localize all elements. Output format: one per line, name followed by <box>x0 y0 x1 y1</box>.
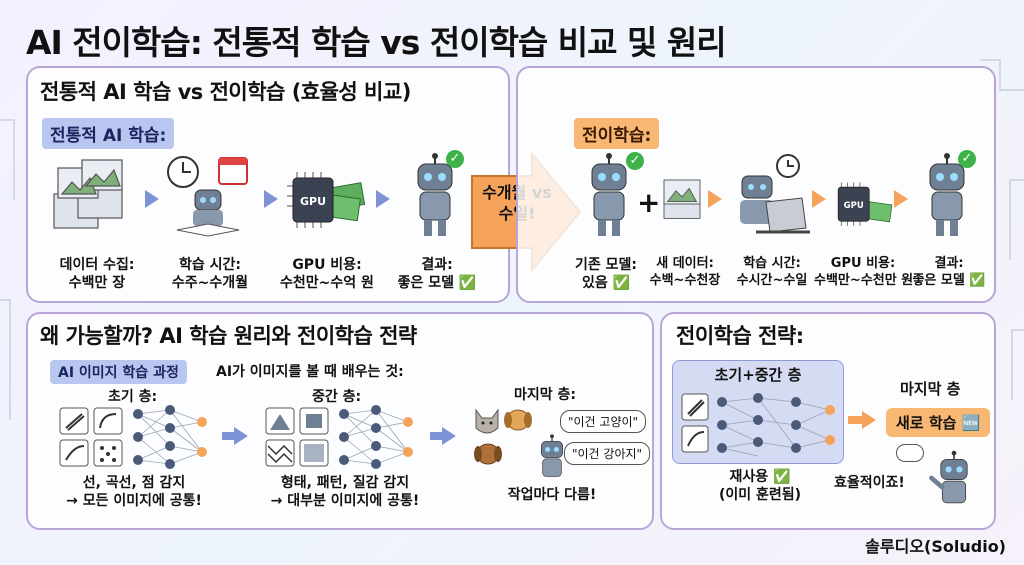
gpu-label: GPU <box>300 195 326 208</box>
flow-arrow <box>430 432 444 440</box>
reuse-caption: 재사용 ✅ (이미 훈련됨) <box>718 469 802 504</box>
transfer-step-caption: 학습 시간: 수시간~수일 <box>736 256 808 288</box>
traditional-step-caption: GPU 비용: 수천만~수억 원 <box>280 257 374 292</box>
plus-sign: + <box>637 186 661 219</box>
reuse-layers-label: 초기+중간 층 <box>714 366 802 384</box>
last-layer-label: 마지막 층 <box>900 380 961 398</box>
reuse-feature-icons <box>681 393 709 453</box>
flow-arrow <box>708 190 722 208</box>
robot-icon <box>929 153 965 236</box>
cat-dog-icons <box>474 408 532 465</box>
middle-layer-feature-icons <box>265 407 329 467</box>
transfer-step-caption: 새 데이터: 수백~수천장 <box>649 256 721 288</box>
footer-credit: 솔루디오(Soludio) <box>865 537 1006 556</box>
principle-panel-title: 왜 가능할까? AI 학습 원리와 전이학습 전략 <box>40 324 417 348</box>
middle-layer-heading: 중간 층: <box>312 389 362 405</box>
cat-speech-bubble: "이건 고양이" <box>560 410 647 433</box>
check-icon: ✓ <box>446 150 464 168</box>
middle-layer-caption: 형태, 패턴, 질감 감지 → 대부분 이미지에 공통! <box>270 475 420 510</box>
gpu-label: GPU <box>844 201 864 211</box>
principle-panel <box>26 312 654 530</box>
neural-network-icon <box>133 405 207 469</box>
neural-network-icon <box>717 393 835 457</box>
check-icon: ✓ <box>626 152 644 170</box>
flow-arrow <box>442 427 456 445</box>
compare-panel-title: 전통적 AI 학습 vs 전이학습 (효율성 비교) <box>40 80 411 104</box>
dog-speech-bubble: "이건 강아지" <box>564 442 651 465</box>
flow-arrow <box>894 190 908 208</box>
check-icon: ✓ <box>958 150 976 168</box>
early-layer-heading: 초기 층: <box>108 389 158 405</box>
robot-icon <box>591 153 627 236</box>
flow-arrow <box>264 190 278 208</box>
last-layer-caption: 작업마다 다름! <box>507 487 597 503</box>
image-stack-icon <box>663 179 701 219</box>
robot-studying-icon <box>167 156 248 237</box>
transfer-step-caption: 기존 모델: 있음 ✅ <box>575 257 637 292</box>
page-title: AI 전이학습: 전통적 학습 vs 전이학습 비교 및 원리 <box>26 23 727 62</box>
image-stack-icon <box>53 159 123 229</box>
gpu-chip-icon: GPU <box>837 182 893 226</box>
traditional-step-caption: 데이터 수집: 수백만 장 <box>59 257 135 292</box>
new-learning-badge: 새로 학습 🆕 <box>886 408 991 437</box>
flow-arrow <box>812 190 826 208</box>
flow-arrow <box>848 416 864 424</box>
transfer-tag: 전이학습: <box>574 118 660 149</box>
flow-arrow <box>222 432 236 440</box>
traditional-step-caption: 학습 시간: 수주~수개월 <box>171 257 249 292</box>
thought-bubble <box>896 444 924 462</box>
neural-network-icon <box>339 405 413 469</box>
robot-icon <box>417 153 453 236</box>
principle-subtitle: AI가 이미지를 볼 때 배우는 것: <box>216 364 404 380</box>
transfer-step-caption: 결과: 좋은 모델 ✅ <box>912 256 986 288</box>
flow-arrow <box>376 190 390 208</box>
robot-icon <box>929 450 968 504</box>
early-layer-caption: 선, 곡선, 점 감지 → 모든 이미지에 공통! <box>66 475 202 510</box>
last-layer-heading: 마지막 층: <box>514 387 576 403</box>
transfer-step-caption: GPU 비용: 수백만~수천만 원 <box>814 256 914 288</box>
gpu-chip-icon: GPU <box>287 172 365 228</box>
principle-tag: AI 이미지 학습 과정 <box>50 360 187 384</box>
flow-arrow <box>145 190 159 208</box>
flow-arrow <box>234 427 248 445</box>
early-layer-feature-icons <box>59 407 123 467</box>
robot-laptop-icon <box>740 154 810 234</box>
strategy-panel-title: 전이학습 전략: <box>676 324 804 348</box>
flow-arrow <box>862 411 876 429</box>
robot-icon <box>541 434 563 477</box>
traditional-step-caption: 결과: 좋은 모델 ✅ <box>397 257 477 292</box>
efficient-label: 효율적이죠! <box>834 475 905 491</box>
traditional-tag: 전통적 AI 학습: <box>42 118 175 149</box>
